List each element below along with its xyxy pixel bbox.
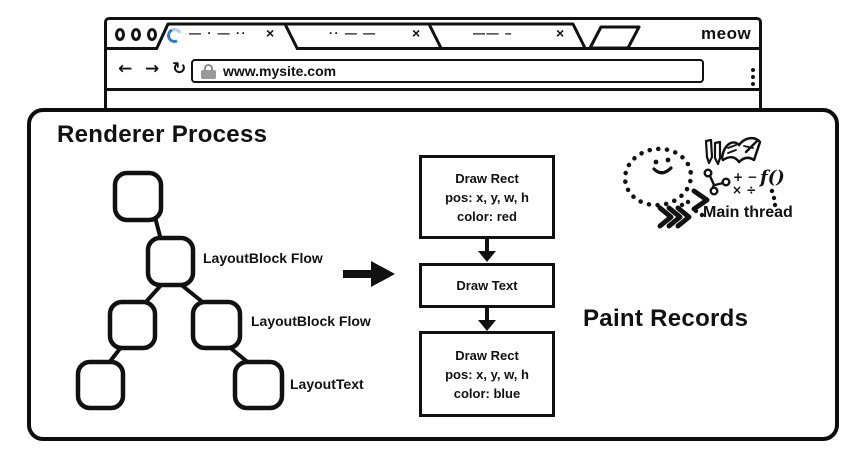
renderer-process-panel: Renderer Process LayoutBlock Flow Layout… — [27, 108, 839, 441]
tab-3-shape[interactable] — [427, 22, 588, 50]
browser-window: — · — ·· × ·· — — × —— – × meow ← → ↻ ww… — [104, 17, 762, 115]
tab-1-title-placeholder: — · — ·· — [189, 26, 247, 40]
paint-record-2-line-1: Draw Text — [456, 278, 518, 293]
paint-record-1-line-3: color: red — [457, 208, 517, 224]
tab-1-shape[interactable] — [154, 22, 300, 50]
window-control-2[interactable] — [131, 28, 141, 41]
tree-node-child-left — [107, 299, 158, 351]
paint-record-3-line-1: Draw Rect — [455, 347, 519, 363]
panel-title: Renderer Process — [57, 121, 268, 148]
function-doodle: f() — [758, 167, 785, 188]
smile-icon — [652, 166, 673, 175]
new-tab-button[interactable] — [588, 25, 641, 50]
window-control-3[interactable] — [147, 28, 157, 41]
url-text[interactable]: www.mysite.com — [223, 63, 337, 79]
tree-node-layoutblock-2 — [190, 299, 243, 351]
down-arrow-icon — [485, 239, 489, 252]
main-thread-character: + − × ÷ f() — [622, 136, 785, 229]
reload-button[interactable]: ↻ — [172, 59, 187, 79]
thread-blob-outline — [622, 146, 694, 208]
tab-3-title-placeholder: —— – — [473, 26, 514, 40]
lock-icon — [204, 64, 213, 72]
browser-toolbar: ← → ↻ www.mysite.com — [107, 50, 759, 91]
tree-doodle-icon — [703, 168, 731, 196]
layout-tree-diagram — [75, 170, 285, 411]
paint-record-3: Draw Rect pos: x, y, w, h color: blue — [419, 331, 555, 417]
pencils-icon — [704, 138, 722, 166]
paint-record-3-line-2: pos: x, y, w, h — [445, 366, 529, 382]
paint-record-1: Draw Rect pos: x, y, w, h color: red — [419, 155, 555, 239]
tab-2-title-placeholder: ·· — — — [329, 26, 377, 40]
address-bar[interactable]: www.mysite.com — [191, 59, 704, 83]
browser-brand: meow — [701, 24, 752, 43]
paint-record-2: Draw Text — [419, 263, 555, 308]
tab-strip: — · — ·· × ·· — — × —— – × meow — [107, 20, 759, 50]
book-icon — [720, 136, 762, 164]
tree-node-root — [112, 170, 164, 223]
tree-node-layouttext — [232, 359, 285, 411]
menu-icon[interactable] — [751, 68, 755, 72]
tree-node-layoutblock-1 — [145, 235, 196, 288]
math-symbols-top: + − — [733, 170, 757, 184]
paint-records-heading: Paint Records — [583, 305, 749, 332]
forward-button[interactable]: → — [145, 59, 160, 79]
tab-shapes — [154, 22, 641, 50]
paint-record-3-line-3: color: blue — [453, 385, 521, 401]
tree-label-layoutblock-flow-2: LayoutBlock Flow — [251, 313, 371, 329]
tab-1-close-icon[interactable]: × — [266, 25, 275, 41]
tab-3-close-icon[interactable]: × — [556, 25, 565, 41]
main-thread-label: Main thread — [703, 204, 793, 221]
speed-chevrons-icon — [657, 205, 692, 229]
right-arrow-icon — [343, 261, 395, 287]
tab-2-close-icon[interactable]: × — [412, 25, 421, 41]
math-symbols-bottom: × ÷ — [732, 183, 756, 197]
down-arrow-icon — [485, 308, 489, 321]
tree-label-layouttext: LayoutText — [290, 376, 364, 392]
eye-left-icon — [653, 159, 659, 165]
eye-right-icon — [665, 157, 671, 163]
tree-node-leaf-left — [75, 359, 126, 411]
window-control-1[interactable] — [115, 28, 125, 41]
tree-label-layoutblock-flow-1: LayoutBlock Flow — [203, 250, 323, 266]
paint-record-1-line-2: pos: x, y, w, h — [445, 189, 529, 205]
back-button[interactable]: ← — [118, 59, 133, 79]
chevron-arrow-icon — [691, 188, 710, 212]
paint-record-1-line-1: Draw Rect — [455, 170, 519, 186]
